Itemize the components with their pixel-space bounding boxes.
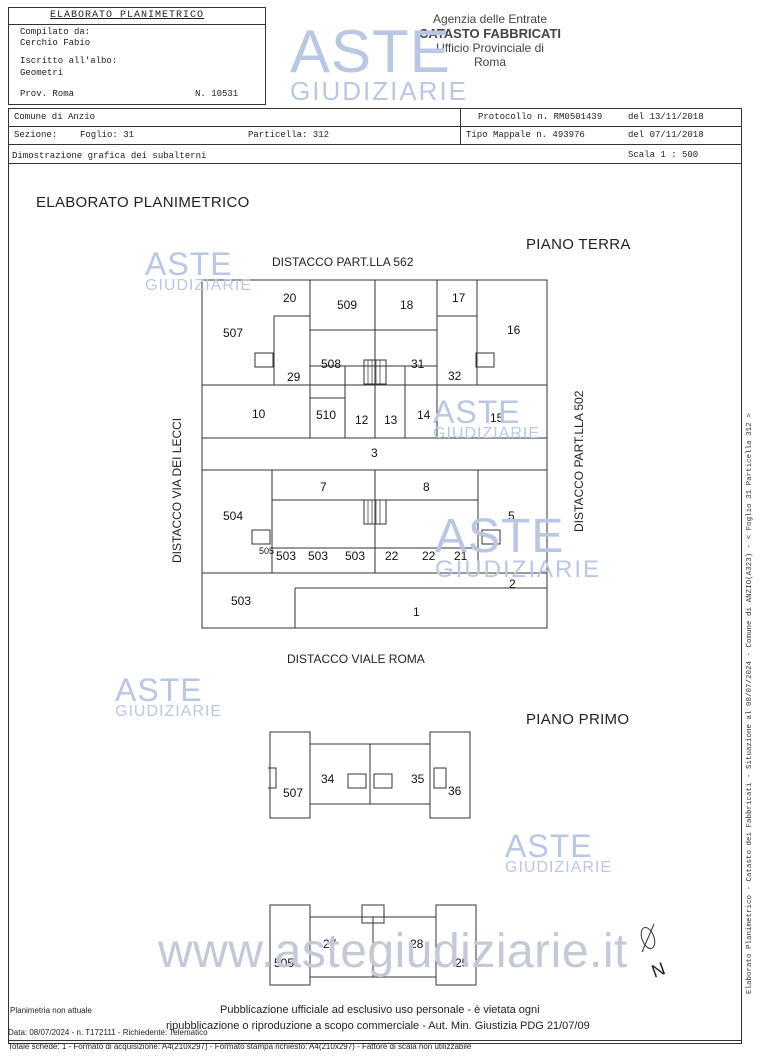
agency-line4: Roma — [473, 55, 506, 69]
room-label: 3 — [371, 446, 378, 460]
room-label: 503 — [308, 549, 329, 563]
floor-plan-secondo — [269, 904, 477, 986]
floor-plan-primo — [268, 731, 471, 819]
room-label: 17 — [452, 291, 466, 305]
foglio: Foglio: 31 — [80, 130, 135, 140]
prov: Prov. Roma — [20, 89, 75, 99]
header-left-box — [8, 7, 266, 105]
room-label: 8 — [423, 480, 430, 494]
room-label: 507 — [283, 786, 304, 800]
room-label: 22 — [422, 549, 436, 563]
numero: N. 10531 — [195, 89, 239, 99]
side-note: Elaborato Planimetrico - Catasto dei Fab… — [746, 413, 754, 994]
room-label: 31 — [411, 357, 425, 371]
floor-plan-terra — [201, 279, 548, 629]
protocollo-del: del 13/11/2018 — [628, 112, 704, 122]
planimetria-note: Planimetria non attuale — [10, 1006, 92, 1015]
sezione: Sezione: — [14, 130, 58, 140]
protocollo: Protocollo n. RM0501439 — [478, 112, 603, 122]
sheet-frame — [8, 164, 742, 1044]
dimostrazione: Dimostrazione grafica dei subalterni — [12, 151, 207, 161]
agency-line2: CATASTO FABBRICATI — [418, 26, 562, 41]
distacco-bottom: DISTACCO VIALE ROMA — [287, 652, 425, 666]
room-label: 36 — [448, 784, 462, 798]
schede-line: Totale schede: 1 - Formato di acquisizio… — [8, 1042, 472, 1051]
room-label: 507 — [223, 326, 244, 340]
room-label: 22 — [385, 549, 399, 563]
piano-primo-label: PIANO PRIMO — [526, 711, 630, 728]
data-line: Data: 08/07/2024 - n. T172111 - Richiede… — [8, 1028, 208, 1037]
distacco-left: DISTACCO VIA DEI LECCI — [170, 417, 184, 563]
room-label: 16 — [507, 323, 521, 337]
room-label: 25 — [455, 956, 469, 970]
particella: Particella: 312 — [248, 130, 330, 140]
tipo-mappale-del: del 07/11/2018 — [628, 130, 704, 140]
comune: Comune di Anzio — [14, 112, 96, 122]
header-row-2 — [8, 108, 742, 164]
iscritto-label: Iscritto all'albo: — [20, 56, 118, 66]
room-label: 12 — [355, 413, 369, 427]
room-label: 35 — [411, 772, 425, 786]
room-label: 5 — [508, 509, 515, 523]
room-label: 10 — [252, 407, 266, 421]
room-label: 504 — [223, 509, 244, 523]
agency-line1: Agenzia delle Entrate — [432, 12, 548, 26]
room-label: 508 — [321, 357, 342, 371]
room-label: 505 — [274, 956, 295, 970]
distacco-top: DISTACCO PART.LLA 562 — [272, 255, 414, 269]
room-label: 505 — [259, 546, 275, 556]
watermark-url: www.astegiudiziarie.it — [158, 925, 628, 978]
scala: Scala 1 : 500 — [628, 150, 699, 160]
room-label: 28 — [410, 937, 424, 951]
room-label: 18 — [400, 298, 414, 312]
room-label: 29 — [287, 370, 301, 384]
room-label: 34 — [321, 772, 335, 786]
room-label: 27 — [323, 937, 337, 951]
agency-line3: Ufficio Provinciale di — [436, 41, 544, 55]
iscritto-value: Geometri — [20, 68, 64, 78]
room-label: 13 — [384, 413, 398, 427]
tipo-mappale: Tipo Mappale n. 493976 — [466, 130, 585, 140]
agency-block: Agenzia delle Entrate CATASTO FABBRICATI… — [400, 12, 580, 69]
room-label: 503 — [231, 594, 252, 608]
room-label: 21 — [454, 549, 468, 563]
room-label: 7 — [320, 480, 327, 494]
piano-terra-label: PIANO TERRA — [526, 236, 631, 253]
room-label: 1 — [413, 605, 420, 619]
room-label: 2 — [509, 577, 516, 591]
room-label: 503 — [276, 549, 297, 563]
distacco-right: DISTACCO PART.LLA 502 — [572, 390, 586, 532]
room-label: 503 — [345, 549, 366, 563]
pubblicazione-line2: ripubblicazione o riproduzione a scopo c… — [166, 1020, 590, 1032]
compass-icon — [640, 923, 656, 953]
pubblicazione-line1: Pubblicazione ufficiale ad esclusivo uso… — [220, 1004, 540, 1016]
compilato-label: Compilato da: — [20, 27, 91, 37]
room-label: 509 — [337, 298, 358, 312]
room-label: 14 — [417, 408, 431, 422]
room-label: 32 — [448, 369, 462, 383]
compilato-value: Cerchio Fabio — [20, 38, 91, 48]
room-label: 15 — [490, 411, 504, 425]
room-label: 510 — [316, 408, 337, 422]
doc-title: ELABORATO PLANIMETRICO — [50, 10, 205, 21]
room-label: 20 — [283, 291, 297, 305]
plan-title: ELABORATO PLANIMETRICO — [36, 194, 250, 211]
